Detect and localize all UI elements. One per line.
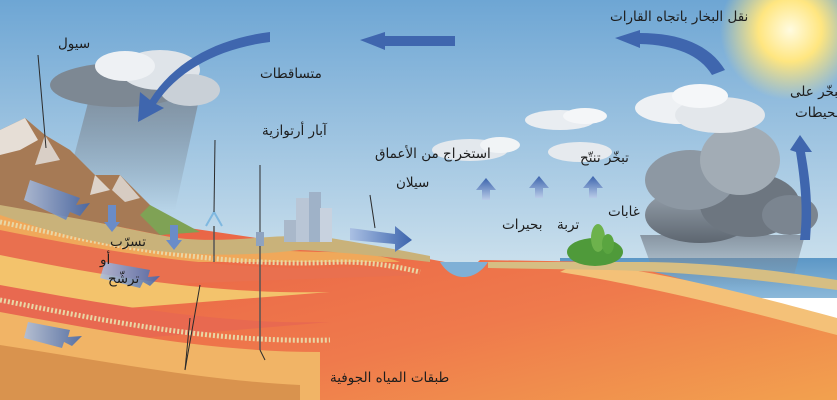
evaporation-arrow [790,135,812,240]
groundwater-arrows [24,180,182,348]
sun [720,0,837,100]
label-artesian-wells: آبار أرتوازية [262,121,328,139]
ocean-white-cloud [635,84,765,133]
label-infiltration-line2: أو [99,250,110,268]
forest-bush [567,224,623,266]
coastal-land [488,262,837,290]
small-clouds [432,108,612,162]
label-precipitation: متساقطات [260,66,322,82]
transpiration-arrows [476,176,603,200]
label-forests: غابات [608,204,640,220]
labels: نقل البخار باتجاه القارات تبخّر على سطح … [58,9,837,386]
label-deep-extraction: استخراج من الأعماق [375,145,491,162]
label-surface-flow: سيلان [396,175,429,191]
label-transpiration: تبخّر تنتّح [580,150,629,166]
label-runoff: سيول [58,36,90,52]
label-soil: تربة [557,217,579,233]
city-buildings [284,192,332,242]
label-infiltration-line1: تسرّب [110,234,146,250]
leader-lines [37,54,376,371]
plain-surface [0,200,430,262]
surface-flow-arrow [350,226,412,252]
vapor-transport-arrows [360,30,725,75]
label-lakes: بحيرات [502,217,542,233]
label-evaporation-line1: تبخّر على [790,84,837,100]
label-vapor-transport: نقل البخار باتجاه القارات [610,9,748,25]
precipitation-arrow [138,32,270,122]
label-aquifers: طبقات المياه الجوفية [330,370,449,386]
label-infiltration-line3: ترشّح [108,271,139,287]
lake [440,262,488,277]
label-evaporation-line2: سطح المحيطات [795,105,837,121]
